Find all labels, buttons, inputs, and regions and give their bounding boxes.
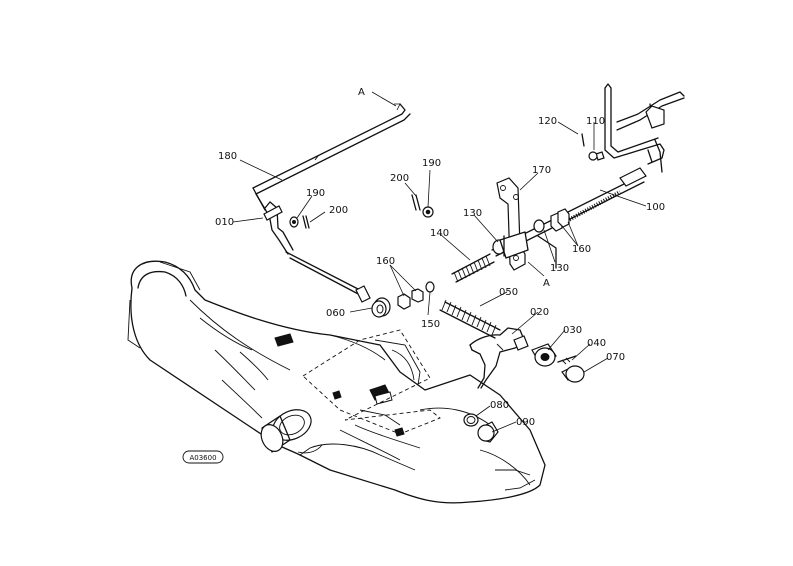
callout-050: 050 xyxy=(499,287,518,298)
callout-140: 140 xyxy=(430,228,449,239)
bearing-060 xyxy=(371,297,391,318)
callout-130-top: 130 xyxy=(463,208,482,219)
shift-lever-upper xyxy=(581,83,685,173)
callout-130-right: 130 xyxy=(550,263,569,274)
fork-rod-assembly xyxy=(397,167,647,339)
spring-050 xyxy=(439,299,501,339)
callout-200-top: 200 xyxy=(390,173,409,184)
callout-160-left: 160 xyxy=(376,256,395,267)
shift-rod-assembly xyxy=(252,103,411,303)
callout-a-top: A xyxy=(358,87,365,98)
callout-170: 170 xyxy=(532,165,551,176)
callout-060: 060 xyxy=(326,308,345,319)
bracket-170 xyxy=(496,177,529,271)
clip-pin-top xyxy=(411,194,434,218)
callout-180: 180 xyxy=(218,151,237,162)
callout-020: 020 xyxy=(530,307,549,318)
stamp-code: A03600 xyxy=(189,454,216,462)
callout-200-left: 200 xyxy=(329,205,348,216)
callout-labels: A 180 190 200 010 200 190 170 130 140 16… xyxy=(215,87,665,428)
plug-080-090 xyxy=(463,413,499,443)
callout-080: 080 xyxy=(490,400,509,411)
drawing-code-stamp: A03600 xyxy=(182,450,224,464)
callout-190-top: 190 xyxy=(422,158,441,169)
callout-110: 110 xyxy=(586,116,605,127)
callout-190-left: 190 xyxy=(306,188,325,199)
transmission-housing xyxy=(127,260,546,504)
shift-fork-020 xyxy=(469,327,529,389)
callout-100: 100 xyxy=(646,202,665,213)
callout-a-bottom: A xyxy=(543,278,550,289)
callout-150: 150 xyxy=(421,319,440,330)
callout-160-right: 160 xyxy=(572,244,591,255)
detent-parts xyxy=(531,343,585,383)
callout-120: 120 xyxy=(538,116,557,127)
callout-010: 010 xyxy=(215,217,234,228)
callout-030: 030 xyxy=(563,325,582,336)
callout-070: 070 xyxy=(606,352,625,363)
spring-140 xyxy=(451,253,495,283)
callout-040: 040 xyxy=(587,338,606,349)
leader-lines xyxy=(232,91,647,433)
callout-090: 090 xyxy=(516,417,535,428)
